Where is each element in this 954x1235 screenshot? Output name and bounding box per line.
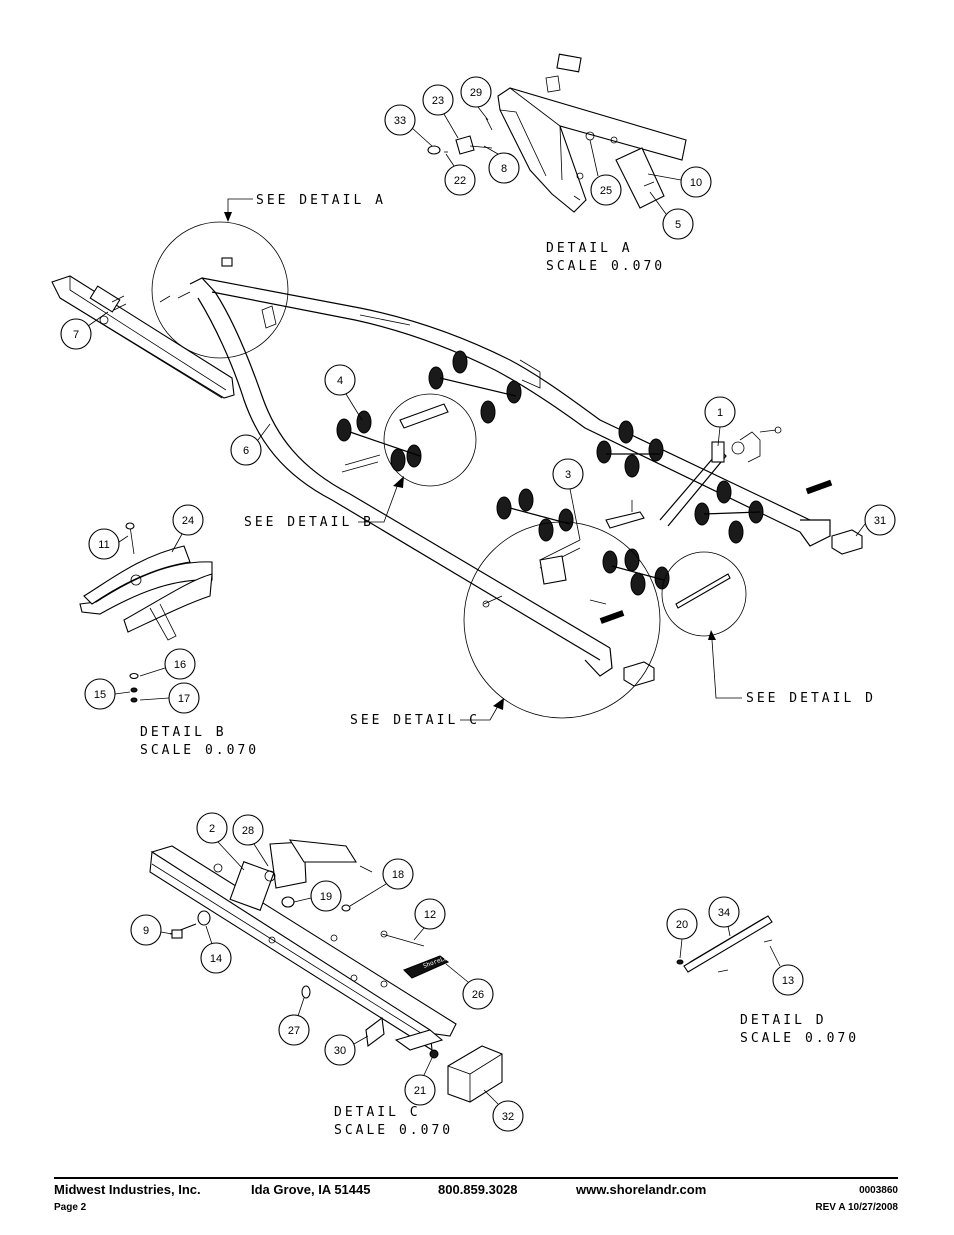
callout-5: 5 — [675, 219, 681, 231]
callout-7: 7 — [73, 329, 79, 341]
detail-d-title: DETAIL D — [740, 1013, 827, 1028]
detail-b-title: DETAIL B — [140, 725, 227, 740]
callout-24: 24 — [182, 515, 194, 527]
see-detail-b-label: SEE DETAIL B — [244, 515, 374, 530]
detail-d-drawing — [676, 915, 773, 973]
detail-c-circle — [463, 521, 661, 719]
footer-page: Page 2 — [54, 1202, 87, 1213]
detail-d-circle — [661, 551, 747, 637]
callout-balloons: 33 23 29 22 8 25 10 5 7 4 6 1 3 31 11 24… — [60, 76, 896, 1132]
main-trailer-assembly — [51, 221, 863, 719]
callout-2: 2 — [209, 823, 215, 835]
detail-a-scale: SCALE 0.070 — [546, 259, 665, 274]
see-detail-d-label: SEE DETAIL D — [746, 691, 876, 706]
detail-c-drawing: ShoreLandr — [149, 839, 503, 1103]
callout-25: 25 — [600, 185, 612, 197]
callout-31: 31 — [874, 515, 886, 527]
detail-a-title: DETAIL A — [546, 241, 633, 256]
callout-15: 15 — [94, 689, 106, 701]
detail-c-title: DETAIL C — [334, 1105, 421, 1120]
callout-19: 19 — [320, 891, 332, 903]
decal-text: ShoreLandr — [422, 951, 459, 970]
callout-33: 33 — [394, 115, 406, 127]
callout-4: 4 — [337, 375, 343, 387]
footer-divider — [54, 1177, 898, 1179]
footer-website: www.shorelandr.com — [576, 1182, 707, 1197]
axle-assembly — [659, 426, 782, 527]
callout-23: 23 — [432, 95, 444, 107]
roller-set — [336, 350, 764, 596]
callout-30: 30 — [334, 1045, 346, 1057]
trailer-parts-diagram: ShoreLandr 33 23 29 22 8 25 10 5 — [51, 53, 896, 1138]
footer-city: Ida Grove, IA 51445 — [251, 1182, 371, 1197]
callout-1: 1 — [717, 407, 723, 419]
callout-17: 17 — [178, 693, 190, 705]
callout-9: 9 — [143, 925, 149, 937]
bunk-brackets — [399, 403, 863, 687]
detail-b-circle — [383, 393, 477, 487]
see-detail-c-label: SEE DETAIL C — [350, 713, 480, 728]
detail-b-scale: SCALE 0.070 — [140, 743, 259, 758]
callout-16: 16 — [174, 659, 186, 671]
callout-3: 3 — [565, 469, 571, 481]
callout-14: 14 — [210, 953, 222, 965]
detail-d-scale: SCALE 0.070 — [740, 1031, 859, 1046]
callout-34: 34 — [718, 907, 730, 919]
callout-20: 20 — [676, 919, 688, 931]
detail-a-drawing — [427, 53, 687, 213]
callout-18: 18 — [392, 869, 404, 881]
detail-a-circle — [151, 221, 289, 359]
callout-10: 10 — [690, 177, 702, 189]
callout-32: 32 — [502, 1111, 514, 1123]
see-detail-a-label: SEE DETAIL A — [256, 193, 386, 208]
footer-doc-number: 0003860 — [859, 1185, 898, 1196]
detail-b-drawing — [79, 522, 213, 703]
callout-27: 27 — [288, 1025, 300, 1037]
callout-6: 6 — [243, 445, 249, 457]
tongue-assembly — [51, 275, 235, 399]
callout-21: 21 — [414, 1085, 426, 1097]
callout-29: 29 — [470, 87, 482, 99]
callout-12: 12 — [424, 909, 436, 921]
callout-28: 28 — [242, 825, 254, 837]
callout-11: 11 — [98, 539, 109, 551]
footer-revision: REV A 10/27/2008 — [815, 1202, 898, 1213]
footer-phone: 800.859.3028 — [438, 1182, 518, 1197]
footer-company: Midwest Industries, Inc. — [54, 1182, 201, 1197]
callout-13: 13 — [782, 975, 794, 987]
callout-22: 22 — [454, 175, 466, 187]
main-frame — [189, 277, 831, 677]
callout-26: 26 — [472, 989, 484, 1001]
callout-8: 8 — [501, 163, 507, 175]
detail-c-scale: SCALE 0.070 — [334, 1123, 453, 1138]
